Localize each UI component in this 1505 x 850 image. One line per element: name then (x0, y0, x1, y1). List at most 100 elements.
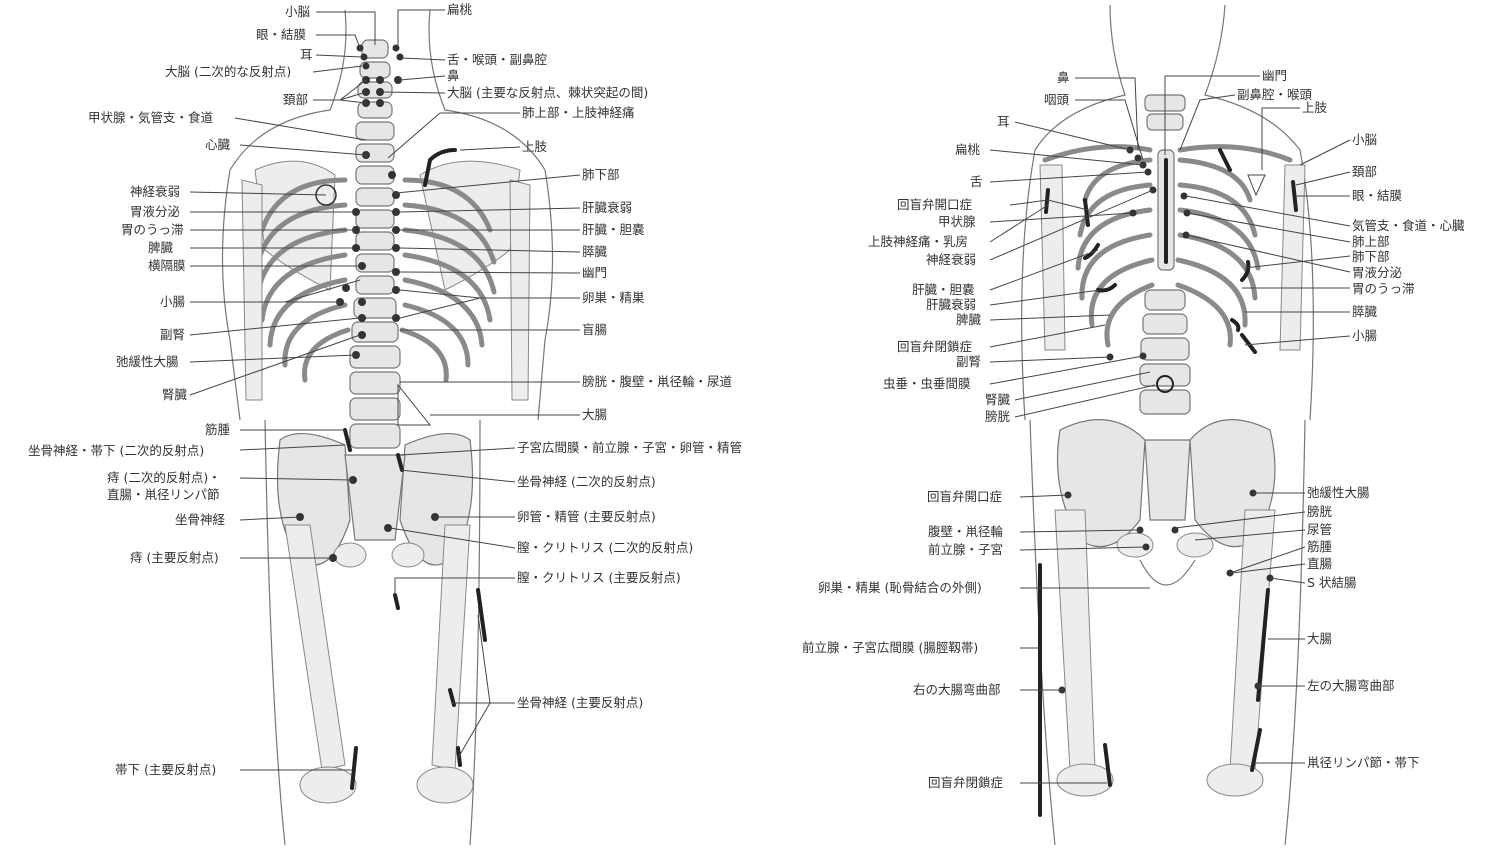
label-a-liver-gallbladder: 肝臓・胆嚢 (912, 282, 975, 297)
label-a-ileocecal-open: 回盲弁開口症 (897, 197, 972, 212)
label-a-sigmoid: S 状結腸 (1307, 575, 1357, 590)
label-a-spleen: 脾臓 (956, 312, 982, 327)
label-a-cerebellum: 小脳 (1352, 132, 1377, 147)
label-a-upper-limb: 上肢 (1302, 100, 1328, 115)
label-gastric-secretion: 胃液分泌 (130, 204, 181, 219)
label-neck: 頚部 (283, 92, 308, 107)
label-liver-gallbladder: 肝臓・胆嚢 (582, 222, 645, 237)
label-cecum: 盲腸 (582, 322, 608, 337)
label-a-gastric-secretion: 胃液分泌 (1352, 265, 1403, 280)
label-broad-ligament-prostate: 子宮広間膜・前立腺・子宮・卵管・精管 (517, 440, 742, 455)
label-a-left-colic-flexure: 左の大腸弯曲部 (1307, 678, 1395, 693)
anterior-reflex-dots (1058, 146, 1274, 694)
label-atonic-colon: 弛緩性大腸 (116, 354, 179, 369)
label-a-inguinal-node-leukorrhea: 鼡径リンパ節・帯下 (1307, 755, 1420, 770)
label-vagina-clitoris-secondary: 膣・クリトリス (二次的反射点) (517, 540, 693, 555)
label-leukorrhea-primary: 帯下 (主要反射点) (115, 762, 216, 777)
anterior-leaders (989, 75, 1351, 784)
label-a-thyroid: 甲状腺 (938, 214, 976, 229)
label-a-bronchi-esophagus-heart: 気管支・食道・心臓 (1352, 218, 1465, 233)
label-a-kidney: 腎臓 (985, 392, 1011, 407)
label-a-lower-lung: 肺下部 (1352, 249, 1390, 264)
label-a-bladder-upper: 膀胱 (985, 409, 1011, 424)
posterior-leaders (189, 9, 581, 771)
label-a-pylorus: 幽門 (1262, 68, 1287, 83)
label-vagina-clitoris-primary: 膣・クリトリス (主要反射点) (517, 570, 681, 585)
label-a-nose: 鼻 (1057, 70, 1070, 85)
label-large-intestine: 大腸 (582, 407, 608, 422)
label-a-sinus-larynx: 副鼻腔・喉頭 (1237, 87, 1313, 102)
label-a-rectum: 直腸 (1307, 556, 1333, 571)
label-a-gastric-stasis: 胃のうっ滞 (1352, 281, 1415, 296)
label-spleen: 脾臓 (148, 240, 174, 255)
label-upper-lung-arm-neuralgia: 肺上部・上肢神経痛 (522, 105, 635, 120)
label-pancreas: 膵臓 (582, 244, 608, 259)
label-a-pharynx: 咽頭 (1044, 92, 1070, 107)
label-sciatic-leukorrhea-secondary: 坐骨神経・帯下 (二次的反射点) (28, 443, 204, 458)
label-a-neck: 頚部 (1352, 164, 1377, 179)
label-a-ureter: 尿管 (1307, 522, 1332, 537)
label-a-ileocecal-closed-lower: 回盲弁閉鎖症 (928, 775, 1003, 790)
label-a-tongue: 舌 (970, 174, 983, 189)
label-ovary-testis: 卵巣・精巣 (582, 290, 645, 305)
label-a-prostate-uterus: 前立腺・子宮 (928, 542, 1003, 557)
label-lower-lung: 肺下部 (582, 167, 620, 182)
label-a-right-colic-flexure: 右の大腸弯曲部 (913, 682, 1001, 697)
label-small-intestine: 小腸 (160, 294, 186, 309)
posterior-reflex-dots (296, 44, 439, 562)
label-a-small-intestine: 小腸 (1352, 328, 1378, 343)
label-gastric-stasis: 胃のうっ滞 (121, 222, 184, 237)
label-a-appendix: 虫垂・虫垂間膜 (883, 376, 971, 391)
label-hemorrhoid-primary: 痔 (主要反射点) (130, 550, 219, 565)
label-neurasthenia: 神経衰弱 (130, 184, 180, 199)
label-sciatic-secondary: 坐骨神経 (二次的反射点) (517, 474, 656, 489)
label-kidney: 腎臓 (162, 387, 188, 402)
label-upper-limb: 上肢 (522, 139, 548, 154)
label-ear: 耳 (300, 47, 313, 62)
label-a-fibroid: 筋腫 (1307, 539, 1333, 554)
label-a-eye-conjunctiva: 眼・結膜 (1352, 188, 1402, 203)
label-a-tonsil: 扁桃 (955, 142, 981, 157)
label-adrenal: 副腎 (160, 327, 185, 342)
posterior-spine (349, 39, 401, 449)
label-a-ileocecal-closed: 回盲弁閉鎖症 (897, 339, 972, 354)
label-oviduct-vas-primary: 卵管・精管 (主要反射点) (517, 509, 656, 524)
label-cerebellum: 小脳 (285, 4, 310, 19)
label-a-ovary-testis: 卵巣・精巣 (恥骨結合の外側) (818, 580, 982, 595)
label-tonsil: 扁桃 (447, 2, 473, 17)
label-rectum-inguinal-node: 直腸・鼡径リンパ節 (107, 487, 220, 502)
posterior-skeleton (221, 9, 554, 846)
label-a-neurasthenia: 神経衰弱 (926, 252, 976, 267)
label-a-upper-lung: 肺上部 (1352, 234, 1390, 249)
anterior-skeleton (1021, 4, 1314, 846)
posterior-labels: 小脳 扁桃 眼・結膜 耳 舌・喉頭・副鼻腔 大脳 (二次的な反射点) 鼻 頚部 … (28, 2, 742, 777)
label-a-arm-neuralgia-breast: 上肢神経痛・乳房 (868, 234, 968, 249)
label-tongue-larynx-sinus: 舌・喉頭・副鼻腔 (447, 52, 547, 67)
label-bladder-abdominal-wall: 膀胱・腹壁・鼡径輪・尿道 (582, 374, 733, 389)
label-diaphragm: 横隔膜 (148, 258, 186, 273)
label-a-bladder: 膀胱 (1307, 504, 1333, 519)
label-a-adrenal: 副腎 (956, 354, 981, 369)
label-eye-conjunctiva: 眼・結膜 (256, 27, 306, 42)
label-sciatic-primary: 坐骨神経 (主要反射点) (517, 695, 643, 710)
label-cerebrum-primary: 大脳 (主要な反射点、棘状突起の間) (447, 85, 648, 100)
label-a-pancreas: 膵臓 (1352, 304, 1378, 319)
label-a-large-intestine: 大腸 (1307, 631, 1333, 646)
label-a-ileocecal-open-lower: 回盲弁開口症 (927, 489, 1002, 504)
label-a-atonic-colon: 弛緩性大腸 (1307, 485, 1370, 500)
label-pylorus: 幽門 (582, 265, 607, 280)
label-a-abdominal-wall: 腹壁・鼡径輪 (928, 524, 1004, 539)
label-fibroid: 筋腫 (205, 422, 231, 437)
label-liver-weakness: 肝臓衰弱 (582, 200, 632, 215)
anterior-labels: 鼻 幽門 咽頭 副鼻腔・喉頭 上肢 耳 小脳 扁桃 頚部 舌 眼・結膜 回盲弁開… (802, 68, 1465, 790)
label-a-liver-weakness: 肝臓衰弱 (926, 297, 976, 312)
label-thyroid-bronchi-esophagus: 甲状腺・気管支・食道 (88, 110, 214, 125)
label-a-prostate-broad-ligament: 前立腺・子宮広間膜 (腸脛靱帯) (802, 640, 978, 655)
label-a-ear: 耳 (997, 114, 1010, 129)
label-hemorrhoid-secondary: 痔 (二次的反射点)・ (107, 470, 221, 485)
label-heart: 心臓 (205, 137, 231, 152)
label-cerebrum-secondary: 大脳 (二次的な反射点) (165, 64, 291, 79)
label-nose: 鼻 (447, 68, 460, 83)
label-sciatic: 坐骨神経 (175, 512, 226, 527)
